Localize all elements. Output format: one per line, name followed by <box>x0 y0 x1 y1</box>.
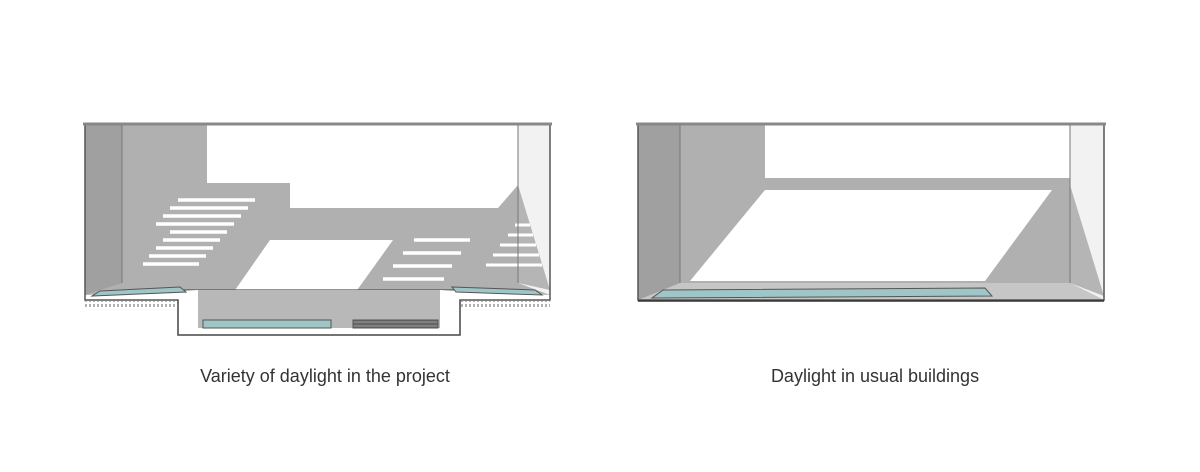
left-side-wall-2 <box>638 125 680 300</box>
caption-usual-daylight: Daylight in usual buildings <box>770 366 980 386</box>
usual-building-section-diagram <box>636 122 1106 302</box>
ground-right <box>460 301 550 307</box>
project-section-diagram <box>83 122 552 336</box>
sunken-floor-inner <box>198 290 440 328</box>
right-wall-light-wedge-2 <box>1070 185 1104 296</box>
left-side-wall <box>85 125 122 295</box>
striped-light-left <box>143 198 255 266</box>
ground-left <box>85 301 178 307</box>
floor-light-patch-2 <box>690 190 1052 281</box>
right-skylight <box>450 286 544 296</box>
floor-skylight-2 <box>650 287 994 299</box>
skylight-glass-center <box>202 319 332 329</box>
wall-light-patch-2 <box>765 125 1070 178</box>
floor-light-patch <box>233 240 393 293</box>
left-skylight <box>90 286 188 297</box>
section-outline <box>84 125 551 336</box>
floor-grate <box>352 319 439 329</box>
section-outline-2 <box>637 125 1105 301</box>
wall-light-patch <box>207 125 518 208</box>
caption-project-daylight: Variety of daylight in the project <box>200 366 450 386</box>
